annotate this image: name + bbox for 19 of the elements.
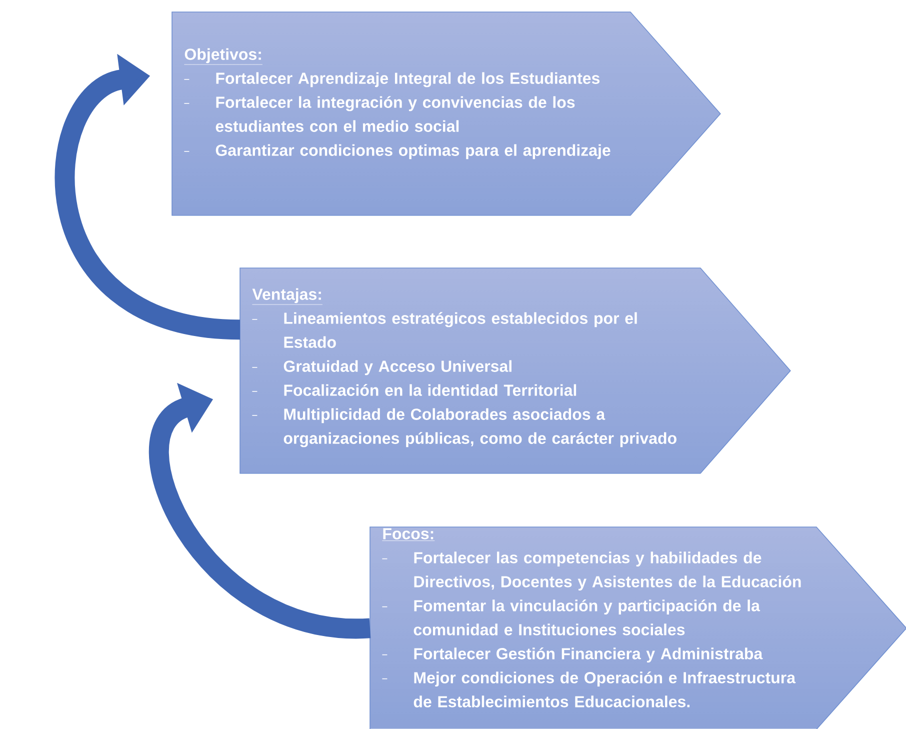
arrow-box <box>240 268 791 474</box>
bullet-item: Focalización en la identidad Territorial <box>284 384 576 396</box>
bullet-item: Fortalecer Aprendizaje Integral de los Estudiantes <box>216 72 600 88</box>
arrow-box <box>172 12 721 216</box>
box-heading: Objetivos: <box>184 48 263 65</box>
bullet-item: Lineamientos estratégicos establecidos por el Estado <box>284 312 637 348</box>
bullet-item: Fortalecer las competencias y habilidades de Directivos, Docentes y Asistentes de la Educación <box>414 552 801 591</box>
bullet-item: Multiplicidad de Colaborades asociados a organizaciones públicas, como de carácter privado <box>284 408 676 448</box>
bullet-item: Fomentar la vinculación y participación de la comunidad e Instituciones sociales <box>414 599 760 636</box>
bullet-item: Garantizar condiciones optimas para el aprendizaje <box>216 144 610 160</box>
bullet-item: Gratuidad y Acceso Universal <box>284 360 512 376</box>
bullet-item: Fortalecer la integración y convivencias de los estudiantes con el medio social <box>216 96 575 132</box>
bullet-item: Fortalecer Gestión Financiera y Administraba <box>414 647 763 663</box>
curved-arrow <box>149 382 370 638</box>
bullet-item: Mejor condiciones de Operación e Infraestructura de Establecimientos Educacionales. <box>414 671 796 708</box>
arrow-box <box>370 526 906 729</box>
box-heading: Ventajas: <box>252 288 323 305</box>
box-heading: Focos: <box>382 528 435 541</box>
curved-arrow <box>54 54 241 340</box>
